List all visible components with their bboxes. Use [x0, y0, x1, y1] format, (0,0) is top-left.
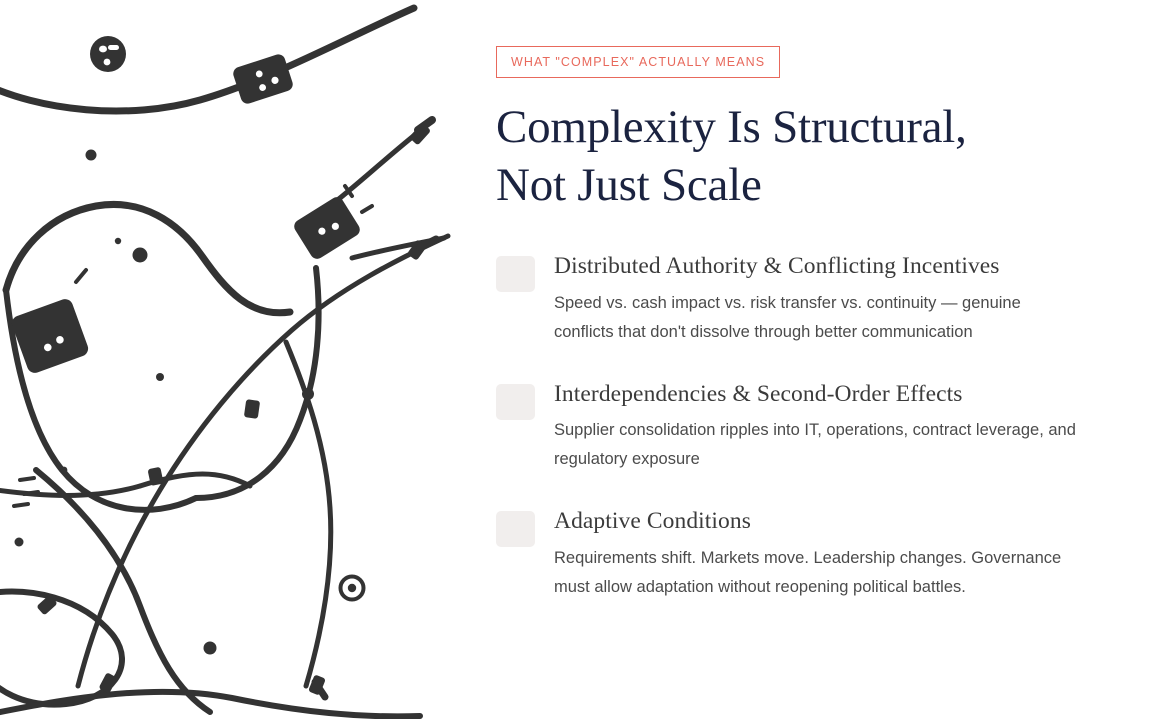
- feature-description: Requirements shift. Markets move. Leader…: [554, 549, 1062, 597]
- page-title-line-1: Complexity Is Structural,: [496, 100, 967, 153]
- feature-title: Distributed Authority & Conflicting Ince…: [554, 253, 1000, 280]
- feature-title: Interdependencies & Second-Order Effects: [554, 380, 963, 407]
- feature-list: Distributed Authority & Conflicting Ince…: [496, 252, 1093, 602]
- square-marker-icon: [496, 511, 535, 548]
- illustration-panel: [0, 0, 460, 719]
- list-item: Adaptive Conditions Requirements shift. …: [496, 507, 1093, 602]
- eyebrow-badge: WHAT "COMPLEX" ACTUALLY MEANS: [496, 46, 781, 78]
- list-item: Distributed Authority & Conflicting Ince…: [496, 252, 1093, 347]
- decorative-dashes: [12, 184, 374, 508]
- page-title-line-2: Not Just Scale: [496, 158, 762, 211]
- square-marker-icon: [496, 383, 535, 420]
- list-item: Interdependencies & Second-Order Effects…: [496, 380, 1093, 475]
- square-marker-icon: [496, 256, 535, 293]
- thread-tips: [311, 116, 440, 701]
- face-circle-node: [90, 36, 126, 72]
- content-panel: WHAT "COMPLEX" ACTUALLY MEANS Complexity…: [460, 0, 1153, 719]
- bead-node-group: [11, 54, 360, 373]
- feature-description: Supplier consolidation ripples into IT, …: [554, 421, 1076, 469]
- ring-target-node: [338, 574, 366, 602]
- abstract-network-lines-illustration: [0, 0, 460, 719]
- page-title: Complexity Is Structural, Not Just Scale: [496, 98, 1056, 215]
- feature-description: Speed vs. cash impact vs. risk transfer …: [554, 293, 1021, 341]
- decorative-dots: [14, 149, 314, 655]
- feature-title: Adaptive Conditions: [554, 508, 751, 535]
